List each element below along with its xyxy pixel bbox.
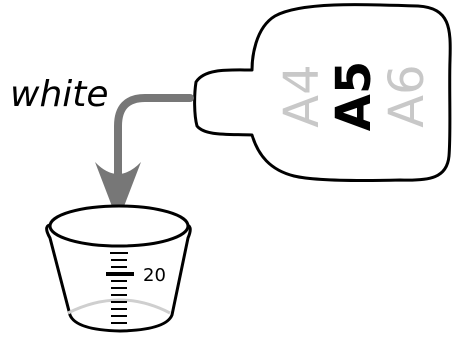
- pour-arrow-head: [95, 162, 141, 222]
- pour-label: white: [10, 74, 109, 115]
- pour-arrow-shaft: [114, 94, 194, 192]
- cup-rim: [48, 204, 190, 248]
- measuring-cup: 20: [45, 204, 192, 333]
- cup-body: [45, 223, 192, 333]
- cup-scale: [106, 252, 134, 324]
- bottle-outline: [193, 3, 452, 183]
- bottle: A4 A5 A6: [193, 3, 452, 183]
- pour-arrow: [95, 94, 194, 222]
- svg-text:A4: A4: [274, 64, 330, 127]
- svg-text:A5: A5: [326, 61, 382, 132]
- svg-text:A6: A6: [379, 64, 435, 127]
- cup-liquid-line: [67, 298, 171, 315]
- bottle-label-a6: A6: [379, 64, 435, 127]
- bottle-label-a4: A4: [274, 64, 330, 127]
- cup-mark-label: 20: [143, 265, 166, 286]
- bottle-label-a5: A5: [326, 61, 382, 132]
